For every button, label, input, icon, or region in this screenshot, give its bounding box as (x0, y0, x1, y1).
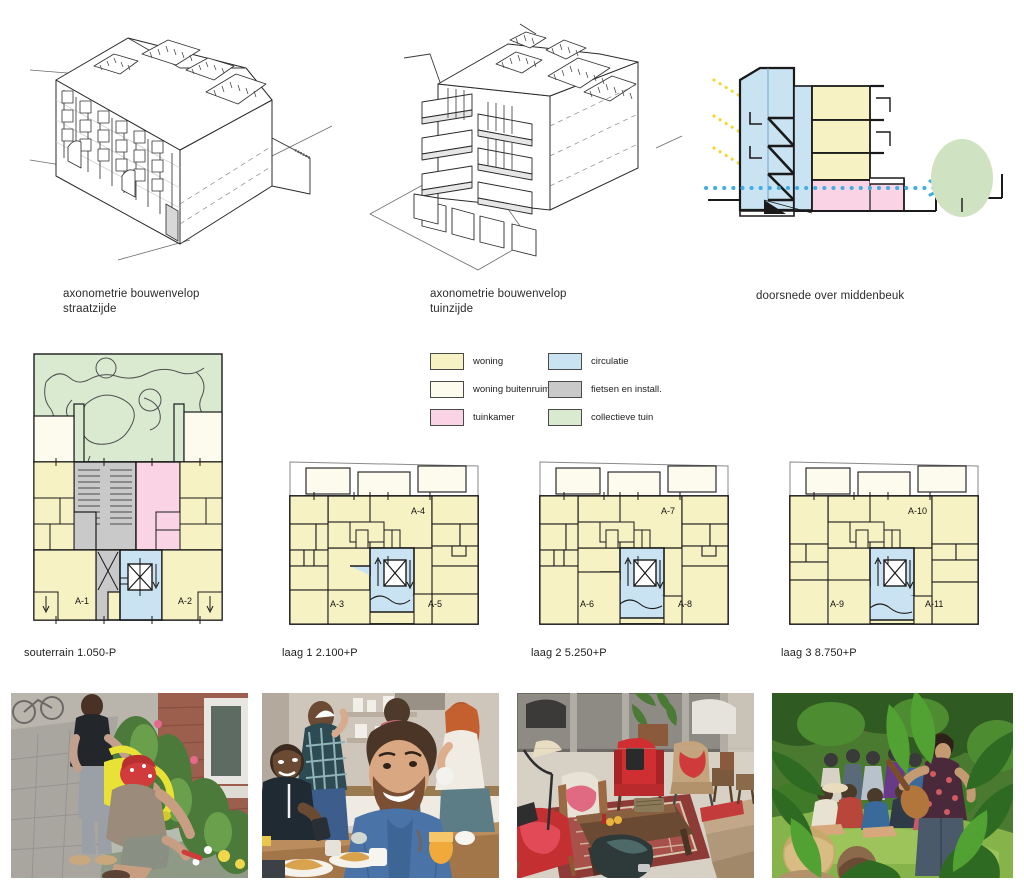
photo-shared-kitchen (259, 690, 502, 881)
plan-laag-2-unit-A-6: A-6 (580, 599, 595, 609)
plan-souterrain-caption: souterrain 1.050-P (24, 647, 117, 659)
plan-laag-3-caption: laag 3 8.750+P (781, 647, 857, 659)
legend-item-fietsen-en-install: fietsen en install. (548, 378, 662, 400)
legend-label-collectieve-tuin: collectieve tuin (591, 411, 654, 423)
plan-laag-1-unit-A-3: A-3 (330, 599, 345, 609)
plan-laag-3-unit-A-10: A-10 (908, 506, 928, 516)
plan-laag-3 (784, 460, 984, 630)
axo-street-caption-line2: straatzijde (63, 302, 117, 315)
plan-laag-1-caption: laag 1 2.100+P (282, 647, 358, 659)
legend-item-collectieve-tuin: collectieve tuin (548, 406, 662, 428)
legend-swatch-tuinkamer (430, 408, 464, 426)
legend-label-woning-buitenruimte: woning buitenruimte (473, 383, 559, 395)
legend-item-circulatie: circulatie (548, 350, 662, 372)
legend-item-woning-buitenruimte: woning buitenruimte (430, 378, 558, 400)
photo-street-gardening (8, 690, 251, 881)
legend-left-column: woning woning buitenruimte tuinkamer (430, 350, 558, 434)
legend-label-fietsen-en-install: fietsen en install. (591, 383, 662, 395)
legend-swatch-fietsen-en-install (548, 380, 582, 398)
plan-laag-3-unit-A-9: A-9 (830, 599, 845, 609)
axonometric-street-drawing (10, 8, 340, 270)
axo-street-caption-line1: axonometrie bouwenvelop (63, 288, 200, 300)
plan-souterrain-unit-A-2: A-2 (178, 596, 193, 606)
legend-label-circulatie: circulatie (591, 355, 629, 367)
photo-garden-gathering (769, 690, 1016, 881)
photo-communal-lounge (514, 690, 757, 881)
legend-swatch-collectieve-tuin (548, 408, 582, 426)
legend: woning woning buitenruimte tuinkamer cir… (430, 350, 690, 426)
plan-souterrain-unit-A-1: A-1 (75, 596, 90, 606)
plan-laag-1-unit-A-4: A-4 (411, 506, 426, 516)
legend-item-tuinkamer: tuinkamer (430, 406, 558, 428)
plan-laag-1 (284, 460, 484, 630)
axo-garden-caption-line2: tuinzijde (430, 302, 474, 315)
legend-label-woning: woning (473, 355, 504, 367)
plan-laag-2 (534, 460, 734, 630)
axo-garden-caption-line1: axonometrie bouwenvelop (430, 288, 567, 300)
section-caption: doorsnede over middenbeuk (756, 290, 905, 302)
plan-souterrain (28, 352, 228, 630)
legend-right-column: circulatie fietsen en install. collectie… (548, 350, 662, 434)
axonometric-street-caption: axonometrie bouwenvelop straatzijde (63, 287, 303, 316)
tree-icon (931, 139, 993, 217)
plan-laag-1-unit-A-5: A-5 (428, 599, 443, 609)
legend-swatch-woning-buitenruimte (430, 380, 464, 398)
plan-laag-2-unit-A-8: A-8 (678, 599, 693, 609)
legend-swatch-circulatie (548, 352, 582, 370)
plan-laag-2-unit-A-7: A-7 (661, 506, 676, 516)
legend-item-woning: woning (430, 350, 558, 372)
plan-laag-3-unit-A-11: A-11 (925, 599, 944, 609)
axonometric-garden-caption: axonometrie bouwenvelop tuinzijde (430, 287, 670, 316)
section-drawing (690, 50, 1020, 270)
plan-laag-2-caption: laag 2 5.250+P (531, 647, 607, 659)
legend-label-tuinkamer: tuinkamer (473, 411, 515, 423)
axonometric-garden-drawing (360, 18, 690, 271)
legend-swatch-woning (430, 352, 464, 370)
